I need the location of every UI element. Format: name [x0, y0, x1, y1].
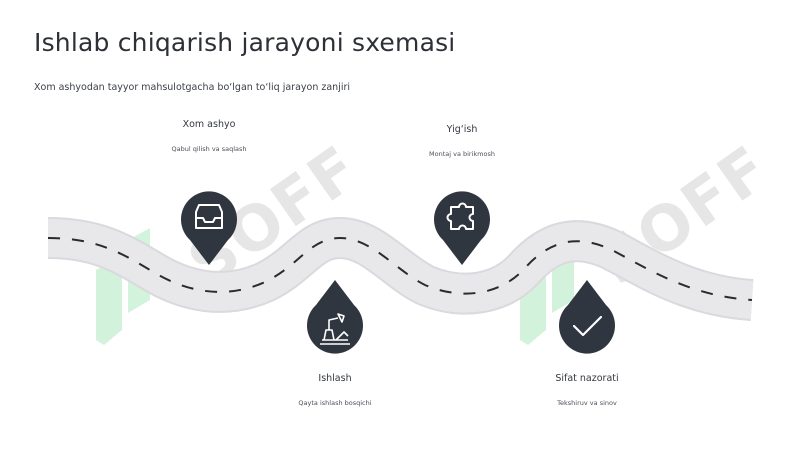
puzzle-piece-icon: [446, 202, 474, 230]
stage-4-desc: Tekshiruv va sinov: [557, 399, 617, 407]
pin-stage-4: [559, 280, 616, 354]
pin-stage-3: [434, 191, 491, 265]
stage-4-name: Sifat nazorati: [555, 373, 619, 384]
checkmark-icon: [572, 315, 603, 337]
factory-machine-icon: [320, 313, 350, 345]
stage-2-name: Ishlash: [318, 373, 352, 384]
pin-stage-2: [307, 280, 364, 354]
stage-2-desc: Qayta ishlash bosqichi: [298, 399, 372, 407]
page-subtitle: Xom ashyodan tayyor mahsulotgacha bo‘lga…: [34, 82, 351, 93]
stage-3-name: Yig‘ish: [446, 124, 478, 135]
stage-1-name: Xom ashyo: [182, 119, 236, 130]
stage-3-desc: Montaj va birikmosh: [429, 150, 495, 158]
inbox-tray-icon: [195, 204, 223, 229]
stage-1-desc: Qabul qilish va saqlash: [171, 145, 247, 153]
pin-stage-1: [181, 191, 237, 265]
page-title: Ishlab chiqarish jarayoni sxemasi: [34, 28, 456, 57]
